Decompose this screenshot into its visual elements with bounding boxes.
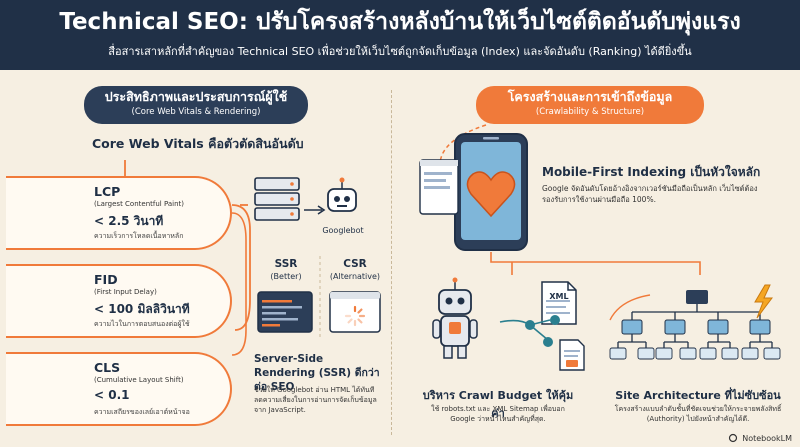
site-architecture-description: โครงสร้างแบบลำดับชั้นที่ชัดเจนช่วยให้กระ… — [614, 405, 782, 423]
ssr-heading: Server-Side Rendering (SSR) ดีกว่าต่อ SE… — [254, 353, 380, 393]
metric-name: FID — [94, 272, 118, 287]
node-dot — [543, 337, 553, 347]
ssr-sublabel: (Better) — [270, 272, 302, 281]
robots-txt-icon — [559, 339, 585, 371]
site-architecture-heading: Site Architecture ที่ไม่ซับซ้อน — [615, 389, 781, 402]
metric-name: CLS — [94, 360, 121, 375]
page-subtitle: สื่อสารเสาหลักที่สำคัญของ Technical SEO … — [108, 45, 692, 58]
pill-subtitle: (Core Web Vitals & Rendering) — [131, 107, 261, 117]
ssr-label: SSR — [274, 258, 298, 270]
heart-icon — [466, 171, 516, 218]
crawl-budget-description: ใช้ robots.txt และ XML Sitemap เพื่อบอก … — [431, 405, 565, 423]
metric-value: < 0.1 — [94, 388, 130, 402]
ssr-description: ช่วยให้ Googlebot อ่าน HTML ได้ทันที ลดค… — [254, 386, 377, 414]
pill-connector — [439, 124, 487, 166]
csr-sublabel: (Alternative) — [329, 272, 381, 281]
lightning-icon — [754, 284, 773, 319]
page-title: Technical SEO: ปรับโครงสร้างหลังบ้านให้เ… — [59, 9, 741, 35]
metric-fullname: (First Input Delay) — [94, 288, 157, 296]
metric-value: < 100 มิลลิวินาที — [94, 302, 190, 316]
mobile-first-heading: Mobile-First Indexing เป็นหัวใจหลัก — [542, 165, 761, 179]
metric-description: ความเร็วการโหลดเนื้อหาหลัก — [94, 232, 184, 240]
metric-description: ความไวในการตอบสนองต่อผู้ใช้ — [94, 320, 190, 328]
crawl-budget-heading: บริหาร Crawl Budget ให้คุ้มค่า — [422, 389, 574, 420]
arch-arrow — [609, 294, 651, 321]
csr-label: CSR — [343, 258, 367, 270]
cwv-connector-lines — [124, 160, 251, 331]
section-pill-structure: โครงสร้างและการเข้าถึงข้อมูล (Crawlabili… — [476, 86, 704, 124]
mobile-phone-icon — [454, 133, 528, 251]
site-tree-icon — [609, 290, 781, 360]
server-icon — [254, 177, 300, 221]
pill-title: ประสิทธิภาพและประสบการณ์ผู้ใช้ — [104, 89, 288, 104]
pill-subtitle: (Crawlability & Structure) — [535, 107, 645, 117]
node-dot — [525, 320, 535, 330]
loading-window-icon — [329, 291, 381, 333]
cwv-title: Core Web Vitals คือตัวตัดสินอันดับ — [92, 136, 304, 151]
section-divider — [391, 90, 392, 435]
robot-crawler-icon — [432, 277, 478, 359]
mobile-first-description: Google จัดอันดับโดยอ้างอิงจากเวอร์ชันมือ… — [542, 184, 758, 204]
googlebot-label: Googlebot — [322, 226, 364, 235]
header-banner: Technical SEO: ปรับโครงสร้างหลังบ้านให้เ… — [0, 0, 800, 70]
browser-window-icon — [419, 159, 459, 215]
metric-fullname: (Cumulative Layout Shift) — [94, 376, 184, 384]
metric-fullname: (Largest Contentful Paint) — [94, 200, 185, 208]
section-pill-performance: ประสิทธิภาพและประสบการณ์ผู้ใช้ (Core Web… — [84, 86, 308, 124]
branch-connectors — [490, 252, 701, 275]
metric-card-lcp: LCP (Largest Contentful Paint) < 2.5 วิน… — [6, 176, 232, 250]
code-window-icon — [257, 291, 313, 333]
metric-card-fid: FID (First Input Delay) < 100 มิลลิวินาท… — [6, 264, 232, 338]
brand-logo-icon — [728, 433, 738, 443]
metric-description: ความเสถียรของเลย์เอาต์หน้าจอ — [94, 408, 190, 416]
metric-card-cls: CLS (Cumulative Layout Shift) < 0.1 ความ… — [6, 352, 232, 426]
googlebot-icon — [327, 177, 357, 212]
pill-title: โครงสร้างและการเข้าถึงข้อมูล — [507, 89, 673, 104]
metric-bracket — [231, 212, 247, 356]
metric-value: < 2.5 วินาที — [94, 214, 164, 228]
xml-label: XML — [549, 292, 569, 301]
xml-document-icon — [541, 281, 577, 325]
metric-name: LCP — [94, 184, 121, 199]
node-dot — [550, 315, 560, 325]
brand-label: NotebookLM — [742, 434, 792, 443]
